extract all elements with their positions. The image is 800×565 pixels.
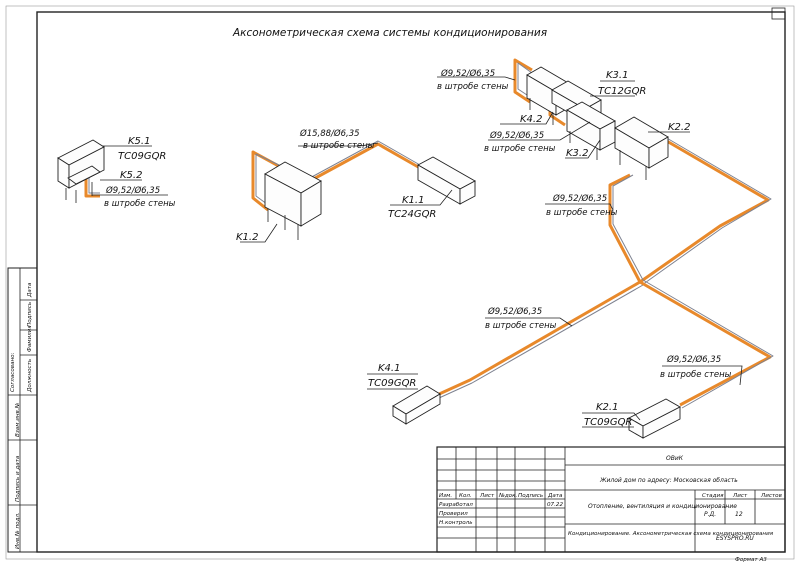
- label-k1-2: K1.2: [236, 232, 258, 243]
- unit-k2-1: [628, 398, 681, 439]
- tb-format: Формат А3: [735, 557, 767, 563]
- unit-k5-1: [57, 139, 105, 203]
- pipe-riser-main: [608, 173, 642, 283]
- tb-col-data: Дата: [547, 493, 563, 499]
- label-k3-1-model: TC12GQR: [598, 86, 646, 97]
- tb-col-ndok: №док.: [498, 493, 517, 499]
- side-stamp: Согласовано: Должность Фамилия Подпись Д…: [7, 267, 38, 553]
- tb-section: ОВиК: [666, 455, 684, 462]
- pipe-k4-2-top: [513, 58, 533, 104]
- pipe-spec-k1: Ø15,88/Ø6,35: [299, 128, 360, 139]
- pipe-note-k3-top: в штробе стены: [437, 82, 509, 92]
- pipe-note-k1: в штробе стены: [303, 141, 375, 151]
- tb-date: 07.22: [547, 502, 563, 508]
- label-k2-1: K2.1: [596, 402, 618, 413]
- tb-sheets-hdr: Листов: [760, 493, 782, 499]
- tb-object: Жилой дом по адресу: Московская область: [599, 477, 738, 484]
- drawing-frame: [36, 11, 786, 553]
- sheet-trim-border: [5, 5, 795, 560]
- pipe-k2-1: [639, 280, 772, 407]
- tb-row-razrab: Разработал: [439, 502, 473, 508]
- piping: [84, 58, 774, 409]
- pipe-spec-k2-riser: Ø9,52/Ø6,35: [552, 193, 607, 204]
- stamp-signature: Подпись: [27, 302, 33, 327]
- label-k5-1-model: TC09GQR: [118, 151, 166, 162]
- unit-k1-2: [264, 161, 322, 240]
- tb-row-nkontr: Н.контроль: [439, 520, 473, 526]
- pipe-note-k5: в штробе стены: [104, 199, 176, 209]
- pipe-k4-1: [436, 280, 641, 397]
- pipe-note-k2-riser: в штробе стены: [546, 208, 618, 218]
- label-k3-1: K3.1: [606, 70, 628, 81]
- label-k3-2: K3.2: [566, 148, 588, 159]
- tb-col-kol: Кол.: [459, 493, 472, 499]
- tb-sheet-title: Кондиционирование. Аксонометрическая схе…: [568, 531, 774, 537]
- label-k2-2: K2.2: [668, 122, 690, 133]
- pipe-spec-k4-2: Ø9,52/Ø6,35: [489, 130, 544, 141]
- pipe-spec-k5: Ø9,52/Ø6,35: [105, 185, 160, 196]
- leaders: [92, 76, 743, 428]
- corner-box: [771, 7, 786, 20]
- stamp-surname: Фамилия: [27, 325, 33, 352]
- pipe-note-k4-2: в штробе стены: [484, 144, 556, 154]
- tb-row-proveril: Проверил: [439, 511, 468, 517]
- pipe-spec-k3-top: Ø9,52/Ø6,35: [440, 68, 495, 79]
- label-k1-1: K1.1: [402, 195, 424, 206]
- stamp-inv-sub: Взам.инв.№: [15, 402, 21, 437]
- label-k2-1-model: TC09GQR: [584, 417, 632, 428]
- tb-stage-hdr: Стадия: [702, 493, 724, 499]
- stamp-date: Дата: [27, 282, 33, 298]
- tb-sheet: 12: [735, 511, 743, 518]
- tb-col-podpis: Подпись: [518, 493, 543, 499]
- label-k5-1: K5.1: [128, 136, 150, 147]
- stamp-inv-orig: Инв.№ подл.: [15, 512, 21, 549]
- title-block: [436, 446, 786, 553]
- tb-company: ESYSPRO.RU: [716, 535, 754, 542]
- label-k4-1-model: TC09GQR: [368, 378, 416, 389]
- label-k4-2: K4.2: [520, 114, 542, 125]
- unit-k1-1: [417, 156, 476, 205]
- tb-col-izm: Изм.: [439, 493, 452, 499]
- label-k5-2: K5.2: [120, 170, 142, 181]
- label-k4-1: K4.1: [378, 363, 400, 374]
- pipe-note-k4-1: в штробе стены: [485, 321, 557, 331]
- drawing-title: Аксонометрическая схема системы кондицио…: [232, 27, 547, 39]
- stamp-sign-date: Подпись и дата: [15, 455, 21, 502]
- stamp-position: Должность: [27, 359, 33, 393]
- pipe-k2-2-riser: [639, 138, 770, 284]
- tb-sheet-hdr: Лист: [732, 493, 748, 499]
- tb-system: Отопление, вентиляция и кондиционировани…: [588, 503, 737, 510]
- tb-col-list: Лист: [479, 493, 495, 499]
- pipe-spec-k2-1: Ø9,52/Ø6,35: [666, 354, 721, 365]
- label-k1-1-model: TC24GQR: [388, 209, 436, 220]
- tb-stage: Р.Д.: [704, 511, 716, 518]
- pipe-spec-k4-1: Ø9,52/Ø6,35: [487, 306, 542, 317]
- stamp-agreed: Согласовано:: [10, 352, 16, 392]
- unit-k4-1: [392, 385, 441, 425]
- unit-k2-2: [614, 116, 669, 180]
- pipe-note-k2-1: в штробе стены: [660, 370, 732, 380]
